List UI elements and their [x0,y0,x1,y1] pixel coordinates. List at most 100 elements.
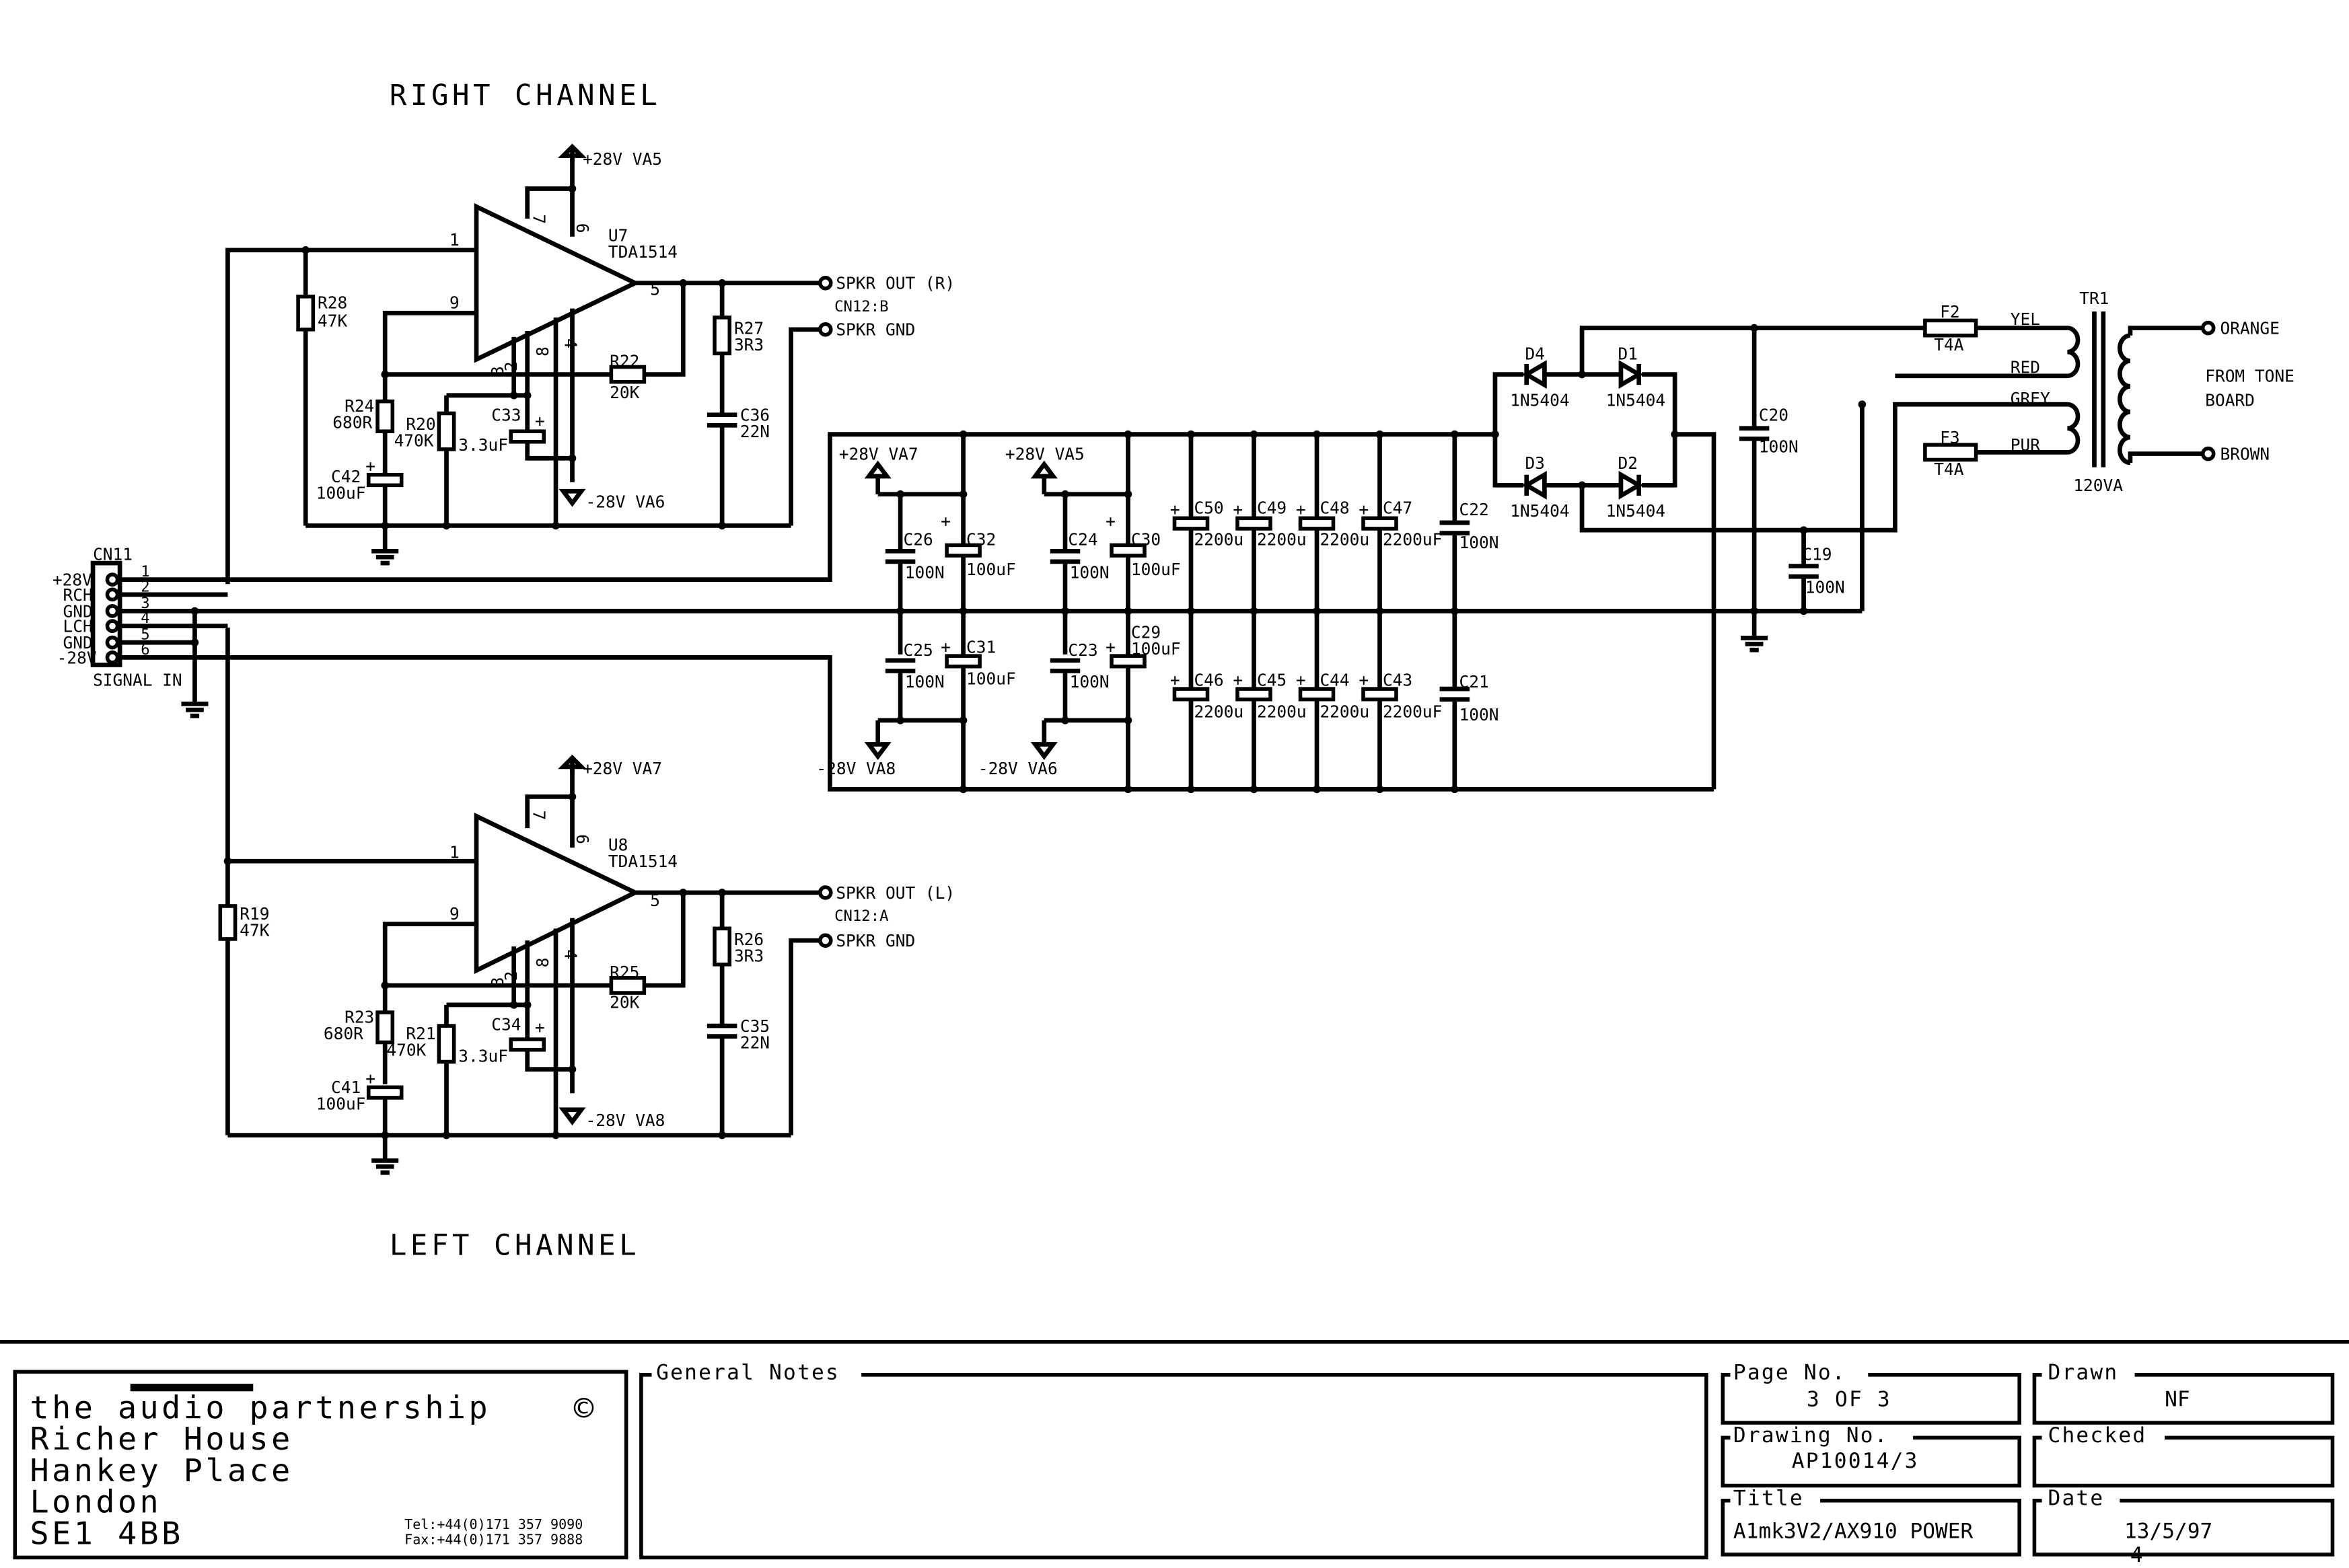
svg-text:C45: C45 [1257,671,1287,690]
svg-text:2200u: 2200u [1194,702,1243,721]
svg-text:RCH: RCH [63,585,93,605]
right-amp-ref: U7 [608,225,628,245]
svg-text:100uF: 100uF [316,1094,366,1114]
page-no-value: 3 OF 3 [1807,1388,1891,1412]
svg-text:100N: 100N [1070,672,1110,692]
address-line-1: Richer House [30,1421,293,1458]
general-notes-label: General Notes [656,1360,840,1384]
date-value: 13/5/97 [2124,1519,2212,1543]
svg-text:C36: C36 [740,406,770,425]
svg-text:C26: C26 [904,529,933,549]
svg-text:C35: C35 [740,1016,770,1036]
svg-text:7: 7 [530,214,549,224]
drawing-no-label: Drawing No. [1733,1423,1889,1448]
svg-text:470K: 470K [386,1041,426,1060]
svg-text:R24: R24 [345,396,374,416]
right-vpos-label: +28V VA5 [583,149,662,169]
svg-text:R20: R20 [406,414,435,434]
svg-text:3: 3 [488,977,507,987]
svg-text:470K: 470K [394,431,434,450]
svg-text:3R3: 3R3 [734,946,764,965]
svg-text:5: 5 [650,891,660,910]
svg-text:-28V: -28V [57,648,97,667]
drawn-label: Drawn [2048,1360,2118,1384]
address-line-3: London [30,1485,162,1521]
svg-text:C34: C34 [491,1015,521,1035]
svg-text:5: 5 [141,626,149,644]
svg-text:C47: C47 [1383,498,1412,518]
bridge-rectifier: D4 1N5404 D1 1N5404 D3 1N5404 D2 1N5404 … [1492,324,2037,652]
svg-text:1N5404: 1N5404 [1510,390,1569,410]
svg-text:+: + [535,412,545,431]
svg-text:100N: 100N [905,672,945,692]
svg-text:100uF: 100uF [1131,639,1181,659]
svg-text:YEL: YEL [2011,309,2040,329]
svg-text:20K: 20K [610,992,639,1012]
svg-text:120VA: 120VA [2073,476,2123,495]
svg-text:8: 8 [533,957,552,967]
svg-text:-28V VA8: -28V VA8 [816,759,896,778]
svg-text:+: + [1170,671,1180,690]
svg-text:3: 3 [141,595,149,612]
svg-text:TR1: TR1 [2079,289,2109,308]
svg-text:4: 4 [561,950,580,960]
svg-text:2200u: 2200u [1320,529,1369,549]
svg-text:6: 6 [573,834,592,844]
svg-text:R23: R23 [345,1008,374,1027]
svg-text:100N: 100N [1805,578,1845,597]
svg-text:2: 2 [501,361,521,371]
left-amp-part: TDA1514 [608,852,678,871]
svg-text:6: 6 [573,223,592,233]
svg-text:4: 4 [141,609,149,627]
left-vpos-label: +28V VA7 [583,759,662,778]
svg-text:C50: C50 [1194,498,1223,518]
right-channel-amplifier: +28V VA5 7 6 U7 TDA1514 5 SPKR OUT (R) C… [225,143,955,585]
svg-text:9: 9 [449,904,460,924]
svg-text:3R3: 3R3 [734,335,764,354]
svg-text:+: + [1359,500,1369,519]
svg-text:C19: C19 [1802,545,1832,564]
svg-text:R22: R22 [610,351,639,371]
left-channel-amplifier: +28V VA7 7 6 U8 TDA1514 5 SPKR OUT (L) C… [218,627,955,1175]
svg-text:1N5404: 1N5404 [1606,501,1665,521]
left-spkr-out-label: SPKR OUT (L) [836,883,955,903]
sheet-mark: 4 [2130,1543,2143,1567]
left-vneg-label: -28V VA8 [586,1111,665,1130]
svg-text:RED: RED [2011,357,2040,377]
svg-text:1N5404: 1N5404 [1606,390,1665,410]
telephone: Tel:+44(0)171 357 9090 [404,1516,583,1532]
svg-text:FROM TONE: FROM TONE [2205,367,2294,386]
svg-text:C33: C33 [491,406,521,425]
right-spkr-gnd-label: SPKR GND [836,320,915,340]
right-channel-heading: RIGHT CHANNEL [390,79,661,112]
left-spkr-gnd-label: SPKR GND [836,931,915,950]
svg-text:D3: D3 [1525,453,1544,473]
svg-text:20K: 20K [610,383,639,402]
svg-text:+: + [1106,512,1116,531]
svg-text:R21: R21 [406,1024,435,1043]
svg-text:47K: 47K [318,311,347,330]
signal-in-connector: CN11 +28V RCH GND LCH GND -28V 1 2 3 4 5… [52,432,1714,792]
svg-text:T4A: T4A [1934,459,1963,479]
transformer-section: F2 T4A YEL F3 T4A PUR RED GREY TR1 120VA… [1895,289,2294,495]
svg-text:47K: 47K [240,920,269,940]
drawn-value: NF [2165,1388,2190,1412]
svg-text:T4A: T4A [1934,335,1963,354]
svg-text:100N: 100N [1459,705,1499,724]
left-connector-ref: CN12:A [834,907,888,925]
right-amp-part: TDA1514 [608,242,678,262]
svg-text:C23: C23 [1068,640,1097,660]
svg-text:F2: F2 [1940,302,1959,322]
svg-text:22N: 22N [740,1033,770,1052]
svg-text:C44: C44 [1320,671,1349,690]
svg-text:+: + [1296,671,1306,690]
svg-text:PUR: PUR [2011,435,2040,455]
svg-text:+28V VA5: +28V VA5 [1005,444,1085,463]
svg-text:+: + [1170,500,1180,519]
svg-text:1: 1 [141,563,149,581]
svg-text:+: + [1106,638,1116,657]
svg-text:C29: C29 [1131,622,1161,642]
svg-text:C31: C31 [966,638,996,657]
svg-text:+: + [941,638,951,657]
left-channel-heading: LEFT CHANNEL [390,1229,640,1262]
